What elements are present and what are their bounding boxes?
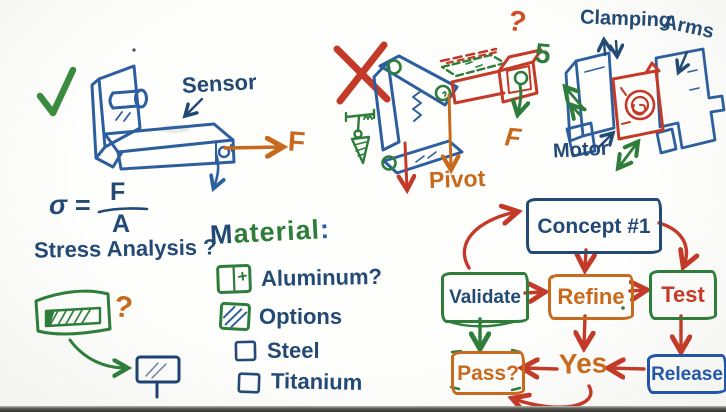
flowchart-node-test-label: Test: [661, 282, 705, 307]
equation-denominator: A: [112, 210, 131, 238]
pivot-label: Pivot: [428, 165, 486, 193]
stress-analysis-caption: Stress Analysis ?: [33, 234, 217, 263]
fraction-bar: [97, 207, 149, 214]
flowchart-node-release: Release: [647, 354, 726, 394]
approve-check-icon: [36, 66, 77, 117]
mechanism-number: 5: [533, 37, 552, 70]
desk-edge: [0, 406, 726, 412]
material-item-steel: Steel: [267, 338, 320, 363]
force-label-main: F: [286, 125, 307, 158]
options-checkbox-icon: [218, 301, 251, 332]
plumb-weight-icon: [344, 108, 376, 165]
flowchart-node-test: Test: [649, 270, 717, 320]
flowchart-node-concept: Concept #1: [526, 198, 662, 254]
material-item-titanium: Titanium: [270, 368, 363, 395]
gripper-sketch: [566, 41, 726, 167]
flowchart-node-validate: Validate: [441, 272, 529, 323]
sensor-label: Sensor: [181, 69, 258, 98]
flowchart-node-refine: Refine: [548, 274, 634, 320]
beam-section-sketch: [34, 289, 112, 336]
equation-lhs: σ =: [49, 190, 91, 220]
mechanism-sketch: [372, 47, 543, 175]
flowchart-node-refine-label: Refine: [557, 284, 625, 309]
flowchart-node-release-label: Release: [651, 363, 723, 385]
material-item-options: Options: [259, 304, 343, 329]
equation-numerator: F: [110, 178, 126, 206]
flowchart-node-concept-label: Concept #1: [537, 214, 651, 238]
steel-checkbox-icon: [234, 340, 257, 362]
flowchart-node-pass-label: Pass?: [457, 361, 519, 385]
beam-end-reaction-arrow: [214, 152, 218, 187]
material-heading: Material:: [209, 213, 331, 251]
motor-label: Motor: [552, 137, 610, 163]
aluminum-checkbox-icon: [216, 264, 252, 294]
clamping-arms-label-word1: Clamping: [579, 6, 672, 32]
flowchart-node-pass: Pass?: [451, 351, 525, 395]
iterate-arrow: [68, 338, 126, 368]
material-heading-colon: :: [319, 213, 331, 245]
flowchart-node-yes-label: Yes: [558, 347, 608, 380]
mechanism-force-label: F: [503, 121, 523, 153]
material-item-aluminum: Aluminum?: [260, 263, 383, 292]
sensor-callout-arrow: [186, 97, 204, 115]
bracket-sketch: [90, 48, 236, 171]
reject-x-icon: [333, 41, 391, 105]
force-arrow-main: [223, 147, 281, 148]
small-plate-sketch: [135, 355, 181, 399]
material-heading-m: M: [209, 218, 235, 251]
flowchart-node-validate-label: Validate: [449, 287, 521, 308]
titanium-checkbox-icon: [237, 372, 261, 394]
mechanism-load-arrows: [405, 83, 521, 188]
material-heading-rest: aterial: [232, 214, 321, 249]
